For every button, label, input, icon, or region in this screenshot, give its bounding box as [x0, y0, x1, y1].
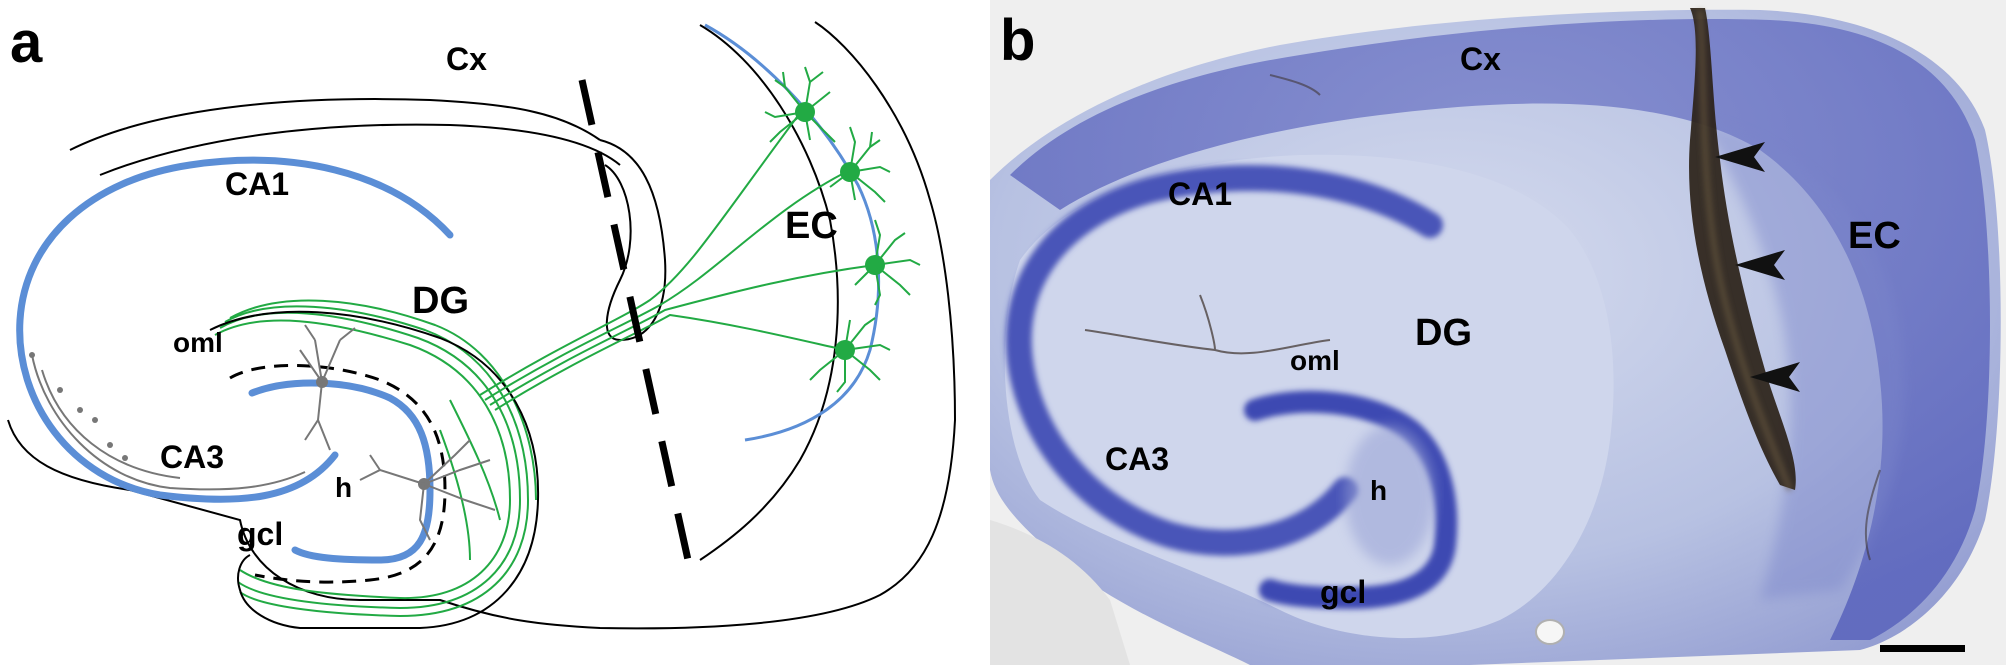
label-h-a: h: [335, 472, 352, 503]
label-cx-b: Cx: [1460, 41, 1501, 77]
panel-a-letter: a: [10, 10, 43, 75]
arrowheads: [1715, 142, 1800, 392]
label-ca3-a: CA3: [160, 439, 224, 475]
label-cx-a: Cx: [446, 41, 487, 77]
label-oml-a: oml: [173, 327, 223, 358]
label-gcl-b: gcl: [1320, 574, 1366, 610]
label-oml-b: oml: [1290, 345, 1340, 376]
hilus-dashed-border: [229, 363, 447, 584]
ca-pyramidal-band: [1005, 164, 1443, 556]
dg-grey-neurons: [299, 324, 496, 541]
ec-green-neurons: [764, 66, 921, 393]
lesion-streak: [1689, 8, 1796, 490]
arrowhead-2: [1735, 250, 1785, 280]
ec-outline: [699, 24, 839, 561]
blood-vessel-2: [1269, 74, 1881, 561]
dg-outline: [209, 310, 540, 629]
panel-b: b Cx CA1 DG EC oml CA3 h gcl: [990, 0, 2006, 665]
arrowhead-1: [1715, 142, 1765, 172]
scale-bar: [1880, 645, 1965, 652]
perforant-path: [479, 112, 876, 411]
pyramidal-layer-ca1-ca3: [16, 156, 454, 503]
label-ca1-a: CA1: [225, 166, 289, 202]
label-dg-b: DG: [1415, 312, 1472, 354]
lesion-dashed-line: [578, 79, 696, 579]
label-ca3-b: CA3: [1105, 441, 1169, 477]
ca3-grey-neurons: [29, 352, 306, 491]
inner-outline-1: [99, 123, 621, 176]
pale-tissue: [990, 520, 1130, 665]
label-h-b: h: [1370, 475, 1387, 506]
blood-vessel: [1084, 294, 1331, 355]
dg-green-fibers: [214, 299, 537, 618]
lesion-streak-edge: [1697, 9, 1793, 492]
label-ec-b: EC: [1848, 215, 1901, 257]
outer-outline: [7, 21, 957, 630]
ec-band: [1700, 120, 1905, 600]
label-dg-a: DG: [412, 280, 469, 322]
label-ec-a: EC: [785, 205, 838, 247]
cortex-band: [1010, 19, 1990, 640]
gcl-band: [1244, 390, 1458, 610]
arrowhead-3: [1750, 362, 1800, 392]
label-ca1-b: CA1: [1168, 176, 1232, 212]
hilus-region: [1345, 425, 1435, 565]
label-gcl-a: gcl: [237, 516, 283, 552]
outer-outline-2: [69, 98, 601, 151]
panel-b-letter: b: [1000, 8, 1035, 73]
vessel-hole: [1535, 619, 1565, 645]
panel-a: a: [7, 10, 957, 630]
